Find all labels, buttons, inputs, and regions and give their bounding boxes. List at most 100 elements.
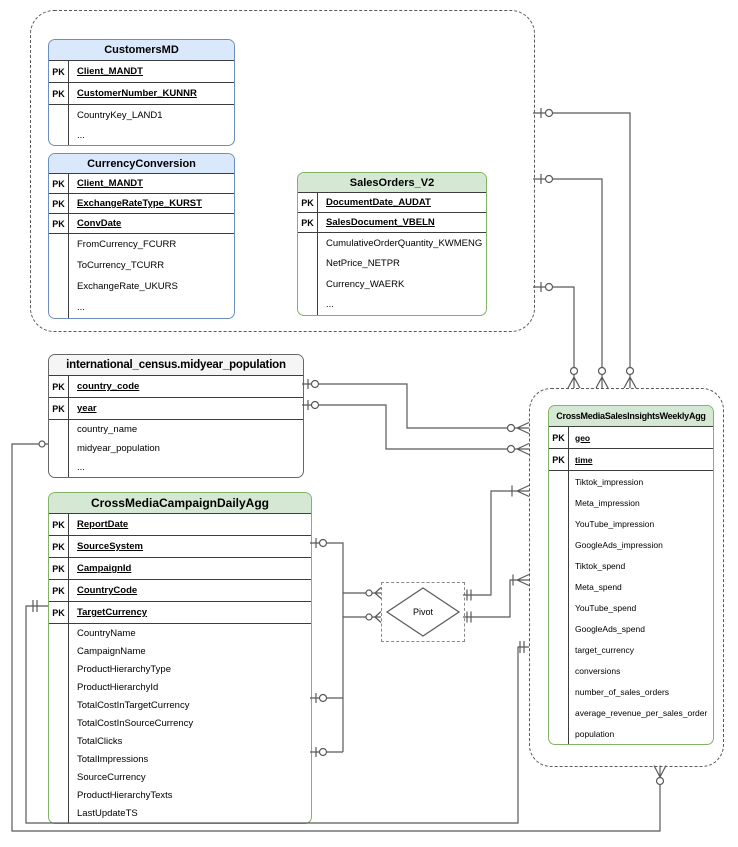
pk-field-row: PK time	[549, 449, 713, 471]
field-name: average_revenue_per_sales_order	[575, 707, 708, 718]
field-name: TargetCurrency	[77, 607, 148, 618]
pk-label: PK	[49, 558, 69, 579]
field-name: ...	[326, 299, 334, 311]
field-row: conversions	[549, 660, 713, 681]
field-name: ...	[77, 462, 85, 473]
field-row: TotalClicks	[49, 732, 311, 751]
table-title: CrossMediaSalesInsightsWeeklyAgg	[549, 406, 713, 427]
field-name: country_name	[77, 424, 138, 435]
field-name: SalesDocument_VBELN	[326, 217, 435, 228]
field-row: TotalCostInSourceCurrency	[49, 714, 311, 733]
field-name: CountryName	[77, 627, 136, 639]
field-row: country_name	[49, 420, 303, 439]
pk-field-row: PK ConvDate	[49, 214, 234, 234]
field-name: Meta_spend	[575, 581, 622, 592]
field-name: YouTube_impression	[575, 518, 655, 529]
field-row: NetPrice_NETPR	[298, 253, 486, 274]
field-row: TotalCostInTargetCurrency	[49, 696, 311, 715]
pk-label	[549, 534, 569, 555]
pk-label	[49, 750, 69, 769]
pk-label: PK	[49, 214, 69, 233]
pk-label	[549, 513, 569, 534]
field-name: ConvDate	[77, 218, 122, 229]
field-name: ReportDate	[77, 519, 129, 530]
field-name: ExchangeRateType_KURST	[77, 198, 202, 209]
field-name: FromCurrency_FCURR	[77, 239, 177, 250]
field-row: ...	[49, 297, 234, 318]
pk-label: PK	[549, 427, 569, 448]
pk-label	[49, 804, 69, 824]
table-title: international_census.midyear_population	[49, 355, 303, 376]
field-row: GoogleAds_impression	[549, 534, 713, 555]
field-row: Tiktok_impression	[549, 471, 713, 492]
pk-label	[49, 105, 69, 125]
pivot-group: Pivot	[381, 582, 465, 642]
pk-label	[298, 294, 318, 315]
connector-sourcegroup-weeklyagg-1	[533, 108, 637, 389]
field-row: CountryName	[49, 624, 311, 643]
field-row: ...	[298, 294, 486, 315]
pk-label	[49, 458, 69, 477]
field-row: SourceCurrency	[49, 768, 311, 787]
pk-label	[49, 297, 69, 318]
pk-label: PK	[549, 449, 569, 470]
pk-label	[549, 492, 569, 513]
field-name: ProductHierarchyType	[77, 663, 171, 675]
field-name: TotalClicks	[77, 736, 123, 748]
pk-label	[49, 696, 69, 715]
pk-label	[49, 234, 69, 255]
field-name: CampaignName	[77, 645, 146, 657]
field-row: ToCurrency_TCURR	[49, 255, 234, 276]
field-row: midyear_population	[49, 439, 303, 458]
field-name: TotalCostInTargetCurrency	[77, 699, 190, 711]
pk-label	[298, 253, 318, 274]
pk-field-row: PK ExchangeRateType_KURST	[49, 194, 234, 214]
field-row: YouTube_impression	[549, 513, 713, 534]
field-row: ProductHierarchyTexts	[49, 786, 311, 805]
connector-campaignagg-pivot	[310, 538, 382, 757]
pk-label: PK	[49, 398, 69, 419]
field-row: GoogleAds_spend	[549, 618, 713, 639]
field-row: YouTube_spend	[549, 597, 713, 618]
pk-label: PK	[49, 580, 69, 601]
field-row: CampaignName	[49, 642, 311, 661]
field-row: ExchangeRate_UKURS	[49, 276, 234, 297]
field-name: conversions	[575, 665, 621, 676]
pk-label	[49, 420, 69, 439]
field-name: CustomerNumber_KUNNR	[77, 88, 197, 99]
field-name: NetPrice_NETPR	[326, 258, 400, 270]
pk-label	[49, 624, 69, 643]
field-name: Tiktok_impression	[575, 476, 644, 487]
pk-label: PK	[49, 376, 69, 397]
pivot-label: Pivot	[412, 607, 433, 617]
pk-label	[549, 471, 569, 492]
field-name: time	[575, 454, 593, 465]
pk-label	[49, 714, 69, 733]
field-name: TotalImpressions	[77, 754, 149, 766]
field-name: SourceCurrency	[77, 772, 146, 784]
pk-label: PK	[49, 174, 69, 193]
field-row: Meta_spend	[549, 576, 713, 597]
pk-label: PK	[49, 194, 69, 213]
field-row: population	[549, 723, 713, 744]
field-row: ...	[49, 458, 303, 477]
field-row: target_currency	[549, 639, 713, 660]
connector-sourcegroup-weeklyagg-2	[533, 174, 609, 389]
field-name: CampaignId	[77, 563, 132, 574]
field-name: Tiktok_spend	[575, 560, 626, 571]
table-international-census-midyear-population: international_census.midyear_population …	[48, 354, 304, 478]
